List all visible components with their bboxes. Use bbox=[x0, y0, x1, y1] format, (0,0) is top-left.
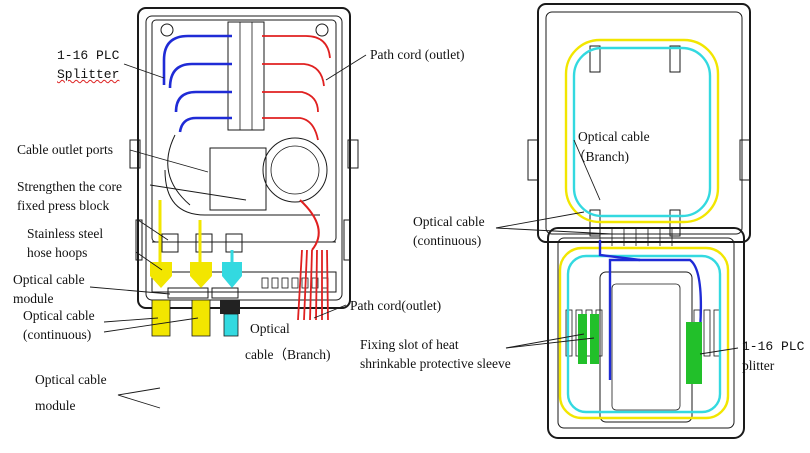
optical-cable-continuous-label-line1: Optical cable bbox=[23, 308, 95, 323]
left-leader-lines bbox=[89, 54, 367, 409]
path-cord-outlet-bottom-label: Path cord(outlet) bbox=[350, 298, 442, 313]
hose-hoops-label-line1: Stainless steel bbox=[27, 226, 104, 241]
left-blue-fibers bbox=[162, 34, 232, 133]
path-cord-outlet-top-label: Path cord (outlet) bbox=[370, 47, 465, 62]
optical-cable-continuous-label-line2: (continuous) bbox=[23, 327, 92, 342]
bottom-optical-cable-module-label-line2: module bbox=[35, 398, 76, 413]
left-red-fibers bbox=[262, 35, 331, 321]
right-plc-splitter-label-line1: 1-16 PLC bbox=[742, 339, 805, 354]
plc-splitter-label-line1: 1-16 PLC bbox=[57, 48, 120, 63]
left-cyan-cable bbox=[220, 250, 242, 337]
strengthen-core-label-line2: fixed press block bbox=[17, 198, 110, 213]
optical-cable-module-label-line1: Optical cable bbox=[13, 272, 85, 287]
left-yellow-cables bbox=[150, 200, 212, 337]
optical-cable-module-label-line2: module bbox=[13, 291, 54, 306]
hose-hoops-label-line2: hose hoops bbox=[27, 245, 88, 260]
right-optical-cable-branch-label-line2: （Branch) bbox=[572, 149, 629, 164]
plc-splitter-label-line2: Splitter bbox=[57, 65, 119, 84]
cable-outlet-ports-label: Cable outlet ports bbox=[17, 142, 113, 157]
right-green-sleeves bbox=[578, 314, 702, 384]
right-optical-cable-continuous-label-line1: Optical cable bbox=[413, 214, 485, 229]
fixing-slot-label-line2: shrinkable protective sleeve bbox=[360, 356, 511, 371]
left-enclosure bbox=[129, 7, 359, 309]
plc-splitter-label-text: Splitter bbox=[57, 67, 120, 82]
right-plc-splitter-label-line2: plitter bbox=[742, 358, 775, 373]
fixing-slot-label-line1: Fixing slot of heat bbox=[360, 337, 459, 352]
red-routing bbox=[299, 199, 320, 251]
strengthen-core-label-line1: Strengthen the core bbox=[17, 179, 122, 194]
bottom-optical-cable-module-label-line1: Optical cable bbox=[35, 372, 107, 387]
right-leader-lines bbox=[495, 139, 739, 355]
right-cable-loops bbox=[558, 38, 730, 420]
right-optical-cable-continuous-label-line2: (continuous) bbox=[413, 233, 482, 248]
optical-cable-branch-label-line2: cable（Branch) bbox=[245, 347, 331, 362]
right-optical-cable-branch-label-line1: Optical cable bbox=[578, 129, 650, 144]
optical-cable-branch-label-line1: Optical bbox=[250, 321, 290, 336]
